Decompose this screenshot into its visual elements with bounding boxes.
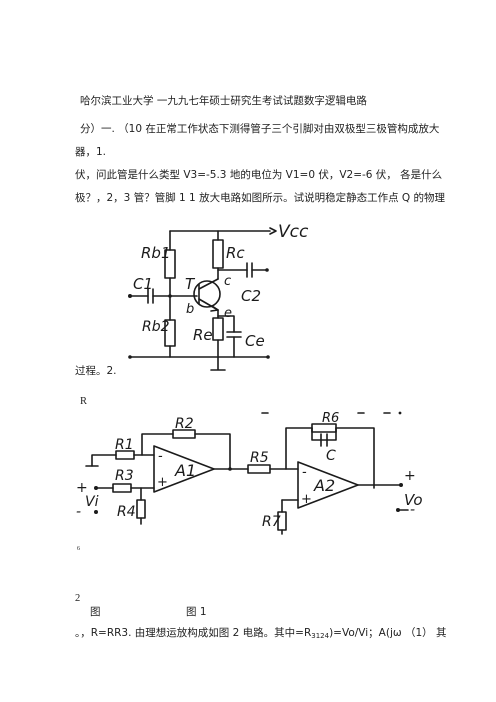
a2-plus-input: + xyxy=(301,492,312,507)
transistor-t xyxy=(193,280,221,308)
text-line-3: 器，1. xyxy=(75,146,107,158)
last-line-subscript: 3124 xyxy=(311,632,330,640)
label-r6: R6 xyxy=(322,411,339,426)
label-r4: R4 xyxy=(117,504,136,520)
label-vi: Vi xyxy=(85,494,99,510)
vi-plus-sign: + xyxy=(76,480,88,496)
label-vcc: Vcc xyxy=(278,222,309,242)
last-line-part-b: )=Vo/Vi；A(jω （1） 其 xyxy=(329,627,447,639)
label-b: b xyxy=(186,302,194,317)
label-c: c xyxy=(224,274,231,289)
exam-title: 哈尔滨工业大学 一九九七年硕士研究生考试试题数字逻辑电路 xyxy=(80,95,367,107)
label-c2: C2 xyxy=(241,287,261,305)
opamp-a2 xyxy=(297,461,359,509)
figure-label-a: 图 xyxy=(90,606,101,618)
label-c: C xyxy=(326,448,336,464)
label-rb2: Rb2 xyxy=(142,319,170,335)
label-c1: C1 xyxy=(133,275,153,293)
last-line-part-a: 。，R=RR3. 由理想运放构成如图 2 电路。其中=R xyxy=(75,627,312,639)
text-last-line: 。，R=RR3. 由理想运放构成如图 2 电路。其中=R3124)=Vo/Vi；… xyxy=(75,626,447,643)
label-a1: A1 xyxy=(174,461,196,480)
vo-plus-sign: + xyxy=(404,468,416,484)
label-r7: R7 xyxy=(262,514,281,530)
label-r2: R2 xyxy=(175,416,194,432)
label-e: e xyxy=(224,306,232,321)
label-r5: R5 xyxy=(250,450,269,466)
label-r3: R3 xyxy=(115,468,134,484)
a1-minus-input: - xyxy=(158,449,163,464)
label-re: Re xyxy=(193,326,213,344)
text-line-5: 极？，2，3 管？管脚 1 1 放大电路如图所示。试说明稳定静态工作点 Q 的物… xyxy=(75,192,446,204)
vi-minus-sign: - xyxy=(76,504,81,520)
text-line-2: 分）一. （10 在正常工作状态下测得管子三个引脚对由双极型三极管构成放大 xyxy=(80,123,440,135)
opamp-a1 xyxy=(153,445,215,493)
text-line-4: 伏，问此管是什么类型 V3=-5.3 地的电位为 V1=0 伏，V2=-6 伏，… xyxy=(75,169,443,181)
label-rb1: Rb1 xyxy=(141,244,171,262)
label-t: T xyxy=(185,275,196,293)
text-line-6: 过程。2. xyxy=(75,365,117,377)
label-r1: R1 xyxy=(115,437,134,453)
label-a2: A2 xyxy=(313,476,335,495)
a2-minus-input: - xyxy=(302,465,307,480)
label-ce: Ce xyxy=(245,332,265,350)
two-mark: 2 xyxy=(75,593,81,604)
r-mark: R xyxy=(80,396,88,407)
figure-label-b: 图 1 xyxy=(186,606,207,618)
label-vo: Vo xyxy=(404,491,423,509)
label-rc: Rc xyxy=(226,244,245,262)
r5-resistor xyxy=(247,464,271,474)
r4-resistor xyxy=(136,499,146,519)
vo-minus-sign: - xyxy=(410,502,415,518)
a1-plus-input: + xyxy=(157,475,168,490)
six-mark: 6 xyxy=(77,546,80,552)
r3-resistor xyxy=(112,483,132,493)
